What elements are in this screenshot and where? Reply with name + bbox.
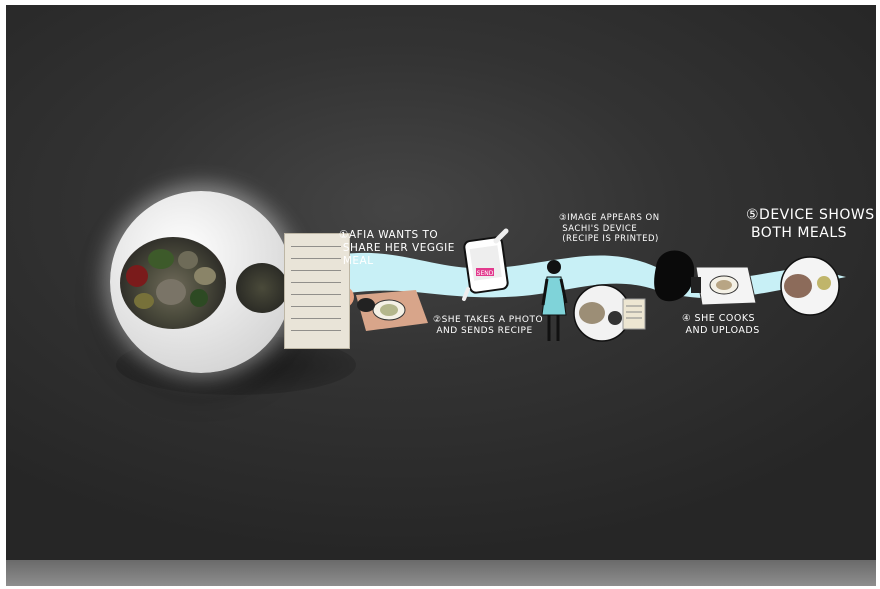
- send-button-bg: [476, 268, 494, 276]
- step-2-label: ②SHE TAKES A PHOTO AND SENDS RECIPE: [433, 315, 544, 337]
- step-3-label: ③IMAGE APPEARS ON SACHI'S DEVICE (RECIPE…: [559, 213, 660, 245]
- small-plate-image: [236, 263, 288, 313]
- person-hair-icon: [654, 250, 695, 302]
- person-icon: [541, 260, 568, 341]
- phone-in-hand-icon: [357, 298, 375, 312]
- step-4-label: ④ SHE COOKS AND UPLOADS: [682, 313, 760, 336]
- floor-strip: [6, 560, 876, 586]
- printed-recipe-icon: [622, 298, 646, 330]
- storyboard-canvas: SEND: [6, 5, 876, 586]
- afia-device-icon: [110, 191, 292, 373]
- send-button-label: SEND: [477, 270, 494, 277]
- phone-icon: [462, 228, 509, 301]
- step-5-label: ⑤DEVICE SHOWS BOTH MEALS: [746, 207, 875, 241]
- handwritten-recipe-icon: [284, 233, 350, 349]
- step-1-label: ①AFIA WANTS TO SHARE HER VEGGIE MEAL: [339, 229, 455, 268]
- veggie-meal-image: [120, 237, 226, 329]
- phone-in-hand-icon-2: [691, 277, 701, 293]
